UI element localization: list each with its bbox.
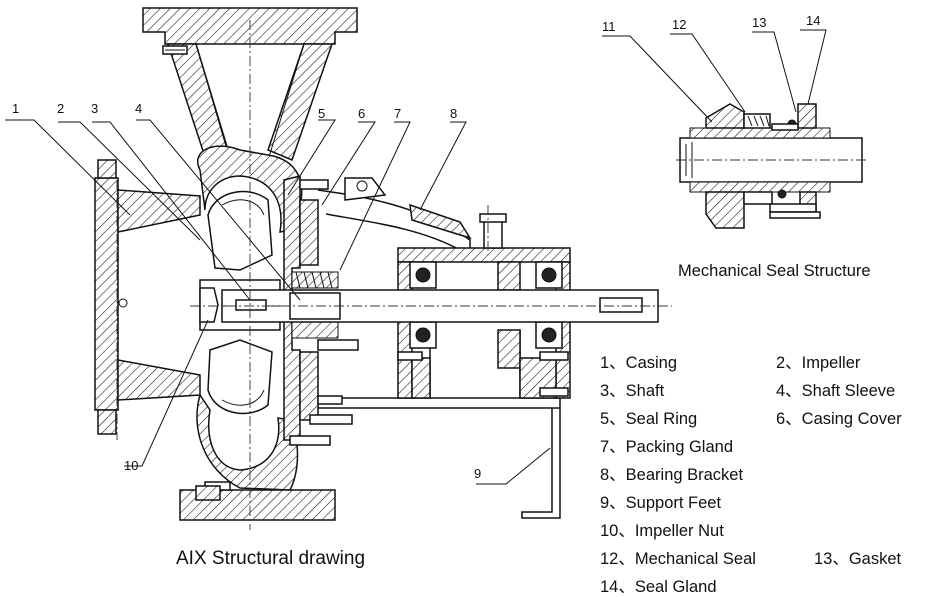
callout-3: 3 [91,101,98,116]
callout-8: 8 [450,106,457,121]
legend-item-impeller-nut: 10、Impeller Nut [600,522,724,540]
mechanical-seal-detail [676,103,866,229]
legend-item-casing: 1、Casing [600,354,677,372]
legend-item-casing-cover: 6、Casing Cover [776,410,902,428]
legend-item-impeller: 2、Impeller [776,354,861,372]
legend-item-packing-gland: 7、Packing Gland [600,438,733,456]
legend-item-bearing-bracket: 8、Bearing Bracket [600,466,743,484]
main-drawing-caption: AIX Structural drawing [176,548,365,569]
callout-1: 1 [12,101,19,116]
callout-9: 9 [474,466,481,481]
callout-5: 5 [318,106,325,121]
callout-numbers: 1 2 3 4 5 6 7 8 9 10 11 12 13 14 [12,13,820,481]
legend-item-seal-gland: 14、Seal Gland [600,578,717,596]
callout-10: 10 [124,458,138,473]
main-callout-leaders [5,119,551,485]
callout-12: 12 [672,17,686,32]
seal-callout-leaders [602,29,827,123]
callout-13: 13 [752,15,766,30]
legend-item-support-feet: 9、Support Feet [600,494,721,512]
pump-cross-section [94,7,672,530]
callout-2: 2 [57,101,64,116]
callout-14: 14 [806,13,820,28]
legend-item-seal-ring: 5、Seal Ring [600,410,697,428]
legend-item-mechanical-seal: 12、Mechanical Seal [600,550,756,568]
callout-7: 7 [394,106,401,121]
parts-legend: 1、Casing 2、Impeller 3、Shaft 4、Shaft Slee… [600,354,902,596]
legend-item-shaft-sleeve: 4、Shaft Sleeve [776,382,895,400]
callout-6: 6 [358,106,365,121]
legend-item-gasket: 13、Gasket [814,550,902,568]
seal-structure-caption: Mechanical Seal Structure [678,262,871,280]
legend-item-shaft: 3、Shaft [600,382,665,400]
callout-11: 11 [602,19,616,34]
callout-4: 4 [135,101,142,116]
